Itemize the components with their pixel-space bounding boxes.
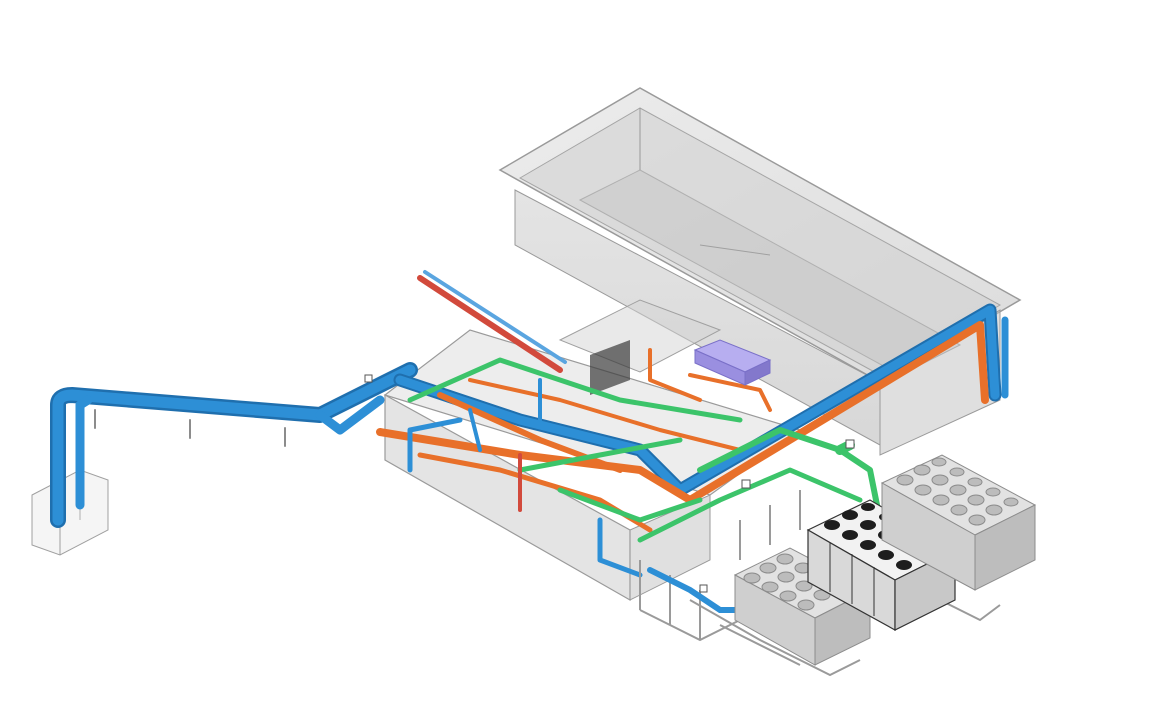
valve-fittings bbox=[364, 374, 855, 593]
chilled-water-main bbox=[50, 362, 418, 528]
air-handler-unit bbox=[693, 339, 772, 386]
roof-enclosure bbox=[498, 87, 1022, 456]
diagonal-feed-pipes bbox=[417, 270, 567, 373]
chiller-right-fans bbox=[896, 457, 1019, 526]
roof-riser-pipes bbox=[376, 303, 1009, 504]
air-cooled-chiller-right bbox=[880, 454, 1037, 591]
support-frame bbox=[639, 490, 1001, 677]
riser-enclosure bbox=[31, 469, 109, 556]
plant-room-piping bbox=[407, 348, 772, 578]
